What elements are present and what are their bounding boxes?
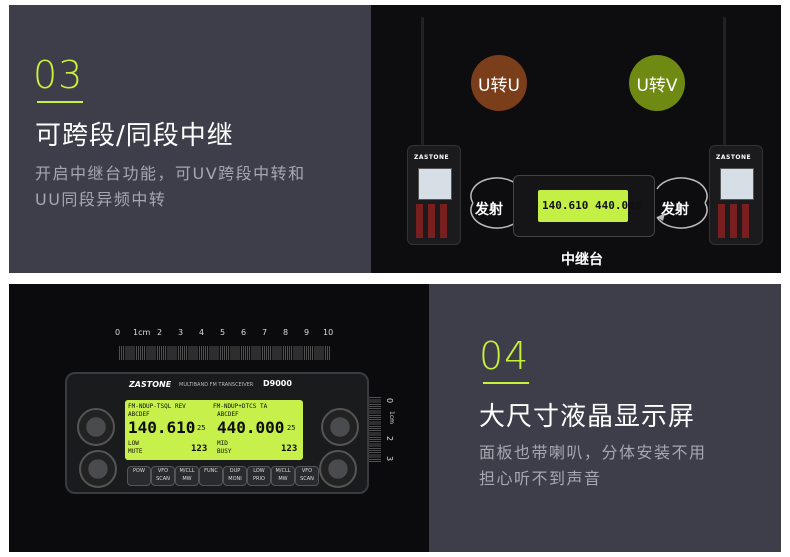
feature-panel-repeater: 03 可跨段/同段中继 开启中继台功能，可UV跨段中转和 UU同段异频中转	[9, 5, 371, 273]
send-label-left: 发射	[475, 202, 503, 218]
ruler-number: 2	[157, 328, 163, 337]
right-tuning-knob[interactable]	[319, 450, 357, 488]
section-title: 可跨段/同段中继	[35, 121, 234, 151]
lcd-left-status: FM-NDUP-TSQL REV	[128, 403, 186, 410]
ruler-number: 7	[262, 328, 268, 337]
handheld-radio-right: ZASTONE	[709, 145, 763, 245]
lcd-right-preset: 123	[281, 444, 298, 454]
radio-lcd: FM-NDUP-TSQL REV ABCDEF 140.610 25 LOW M…	[125, 400, 303, 460]
ruler-number: 9	[304, 328, 310, 337]
u-to-u-badge: U转U	[471, 55, 527, 111]
horizontal-ruler	[119, 346, 331, 360]
dup-moni-button[interactable]: DUP MONI	[223, 466, 247, 486]
ruler-number: 1cm	[387, 411, 395, 424]
section-description: 面板也带喇叭，分体安装不用 担心听不到声音	[479, 440, 707, 492]
radio-display-panel: 0 1cm 2 3 4 5 6 7 8 9 10 0 1cm 2 3 ZASTO…	[9, 284, 429, 552]
lcd-left-frequency: 140.610	[128, 418, 196, 437]
section-number: 03	[33, 53, 84, 97]
radio-subtitle: MULTIBAND FM TRANSCEIVER	[179, 382, 254, 388]
antenna-icon	[421, 17, 424, 145]
ruler-number: 8	[283, 328, 289, 337]
mcll-mw-button[interactable]: M/CLL MW	[175, 466, 199, 486]
handheld-brand: ZASTONE	[716, 154, 752, 161]
handheld-radio-left: ZASTONE	[407, 145, 461, 245]
description-line: UU同段异频中转	[35, 190, 167, 209]
left-tuning-knob[interactable]	[79, 450, 117, 488]
vfo-scan-button-right[interactable]: VFO SCAN	[295, 466, 319, 486]
repeater-diagram: U转U U转V ZASTONE ZASTONE 发射 发射 140.610 44…	[371, 5, 781, 273]
vfo-scan-button[interactable]: VFO SCAN	[151, 466, 175, 486]
feature-panel-display: 04 大尺寸液晶显示屏 面板也带喇叭，分体安装不用 担心听不到声音	[429, 284, 781, 552]
mcll-mw-button-right[interactable]: M/CLL MW	[271, 466, 295, 486]
antenna-icon	[723, 17, 726, 145]
lcd-right-frequency: 440.000	[217, 418, 285, 437]
ruler-number: 4	[199, 328, 205, 337]
ruler-number: 0	[115, 328, 121, 337]
ruler-number: 6	[241, 328, 247, 337]
lcd-left-name: ABCDEF	[128, 411, 150, 418]
radio-model: D9000	[263, 379, 292, 388]
lcd-left-channel: 25	[197, 424, 206, 432]
mobile-radio-large: ZASTONE MULTIBAND FM TRANSCEIVER D9000 F…	[65, 372, 369, 494]
section-title: 大尺寸液晶显示屏	[479, 402, 696, 432]
ruler-number: 1cm	[133, 328, 151, 337]
handheld-keypad	[718, 204, 754, 238]
ruler-number: 0	[385, 397, 395, 404]
ruler-number: 3	[385, 455, 395, 462]
send-arrow-right-icon	[656, 177, 708, 229]
repeater-station-label: 中继台	[561, 252, 603, 268]
radio-brand: ZASTONE	[129, 380, 172, 389]
lcd-left-mute: MUTE	[128, 448, 143, 455]
description-line: 开启中继台功能，可UV跨段中转和	[35, 164, 306, 183]
lcd-frequency: 140.610 440.000	[542, 199, 642, 212]
u-to-v-badge: U转V	[629, 55, 685, 111]
handheld-brand: ZASTONE	[414, 154, 450, 161]
section-number: 04	[479, 334, 530, 378]
handheld-screen	[418, 168, 452, 200]
description-line: 担心听不到声音	[479, 469, 602, 488]
section-description: 开启中继台功能，可UV跨段中转和 UU同段异频中转	[35, 161, 306, 213]
pow-button[interactable]: POW	[127, 466, 151, 486]
ruler-number: 3	[178, 328, 184, 337]
mobile-radio-small: 140.610 440.000	[513, 175, 655, 237]
mobile-radio-lcd: 140.610 440.000	[538, 190, 642, 222]
vertical-ruler	[369, 396, 381, 462]
lcd-right-busy: BUSY	[217, 448, 232, 455]
send-label-right: 发射	[661, 202, 689, 218]
right-volume-knob[interactable]	[321, 408, 359, 446]
lcd-right-name: ABCDEF	[217, 411, 239, 418]
section-number-underline	[37, 101, 83, 103]
ruler-number: 5	[220, 328, 226, 337]
description-line: 面板也带喇叭，分体安装不用	[479, 443, 707, 462]
lcd-right-power: MID	[217, 440, 228, 447]
handheld-keypad	[416, 204, 452, 238]
ruler-number: 2	[385, 435, 395, 442]
lcd-left-preset: 123	[191, 444, 208, 454]
horizontal-ruler-labels: 0 1cm 2 3 4 5 6 7 8 9 10	[115, 328, 335, 340]
vertical-ruler-labels: 0 1cm 2 3	[385, 396, 401, 466]
lcd-right-channel: 25	[287, 424, 296, 432]
lcd-right-status: FM-NDUP+DTCS TA	[213, 403, 268, 410]
func-button[interactable]: FUNC	[199, 466, 223, 486]
ruler-number: 10	[323, 328, 334, 337]
section-number-underline	[483, 382, 529, 384]
lcd-left-power: LOW	[128, 440, 139, 447]
handheld-screen	[720, 168, 754, 200]
left-volume-knob[interactable]	[77, 408, 115, 446]
low-prio-button[interactable]: LOW PRIO	[247, 466, 271, 486]
